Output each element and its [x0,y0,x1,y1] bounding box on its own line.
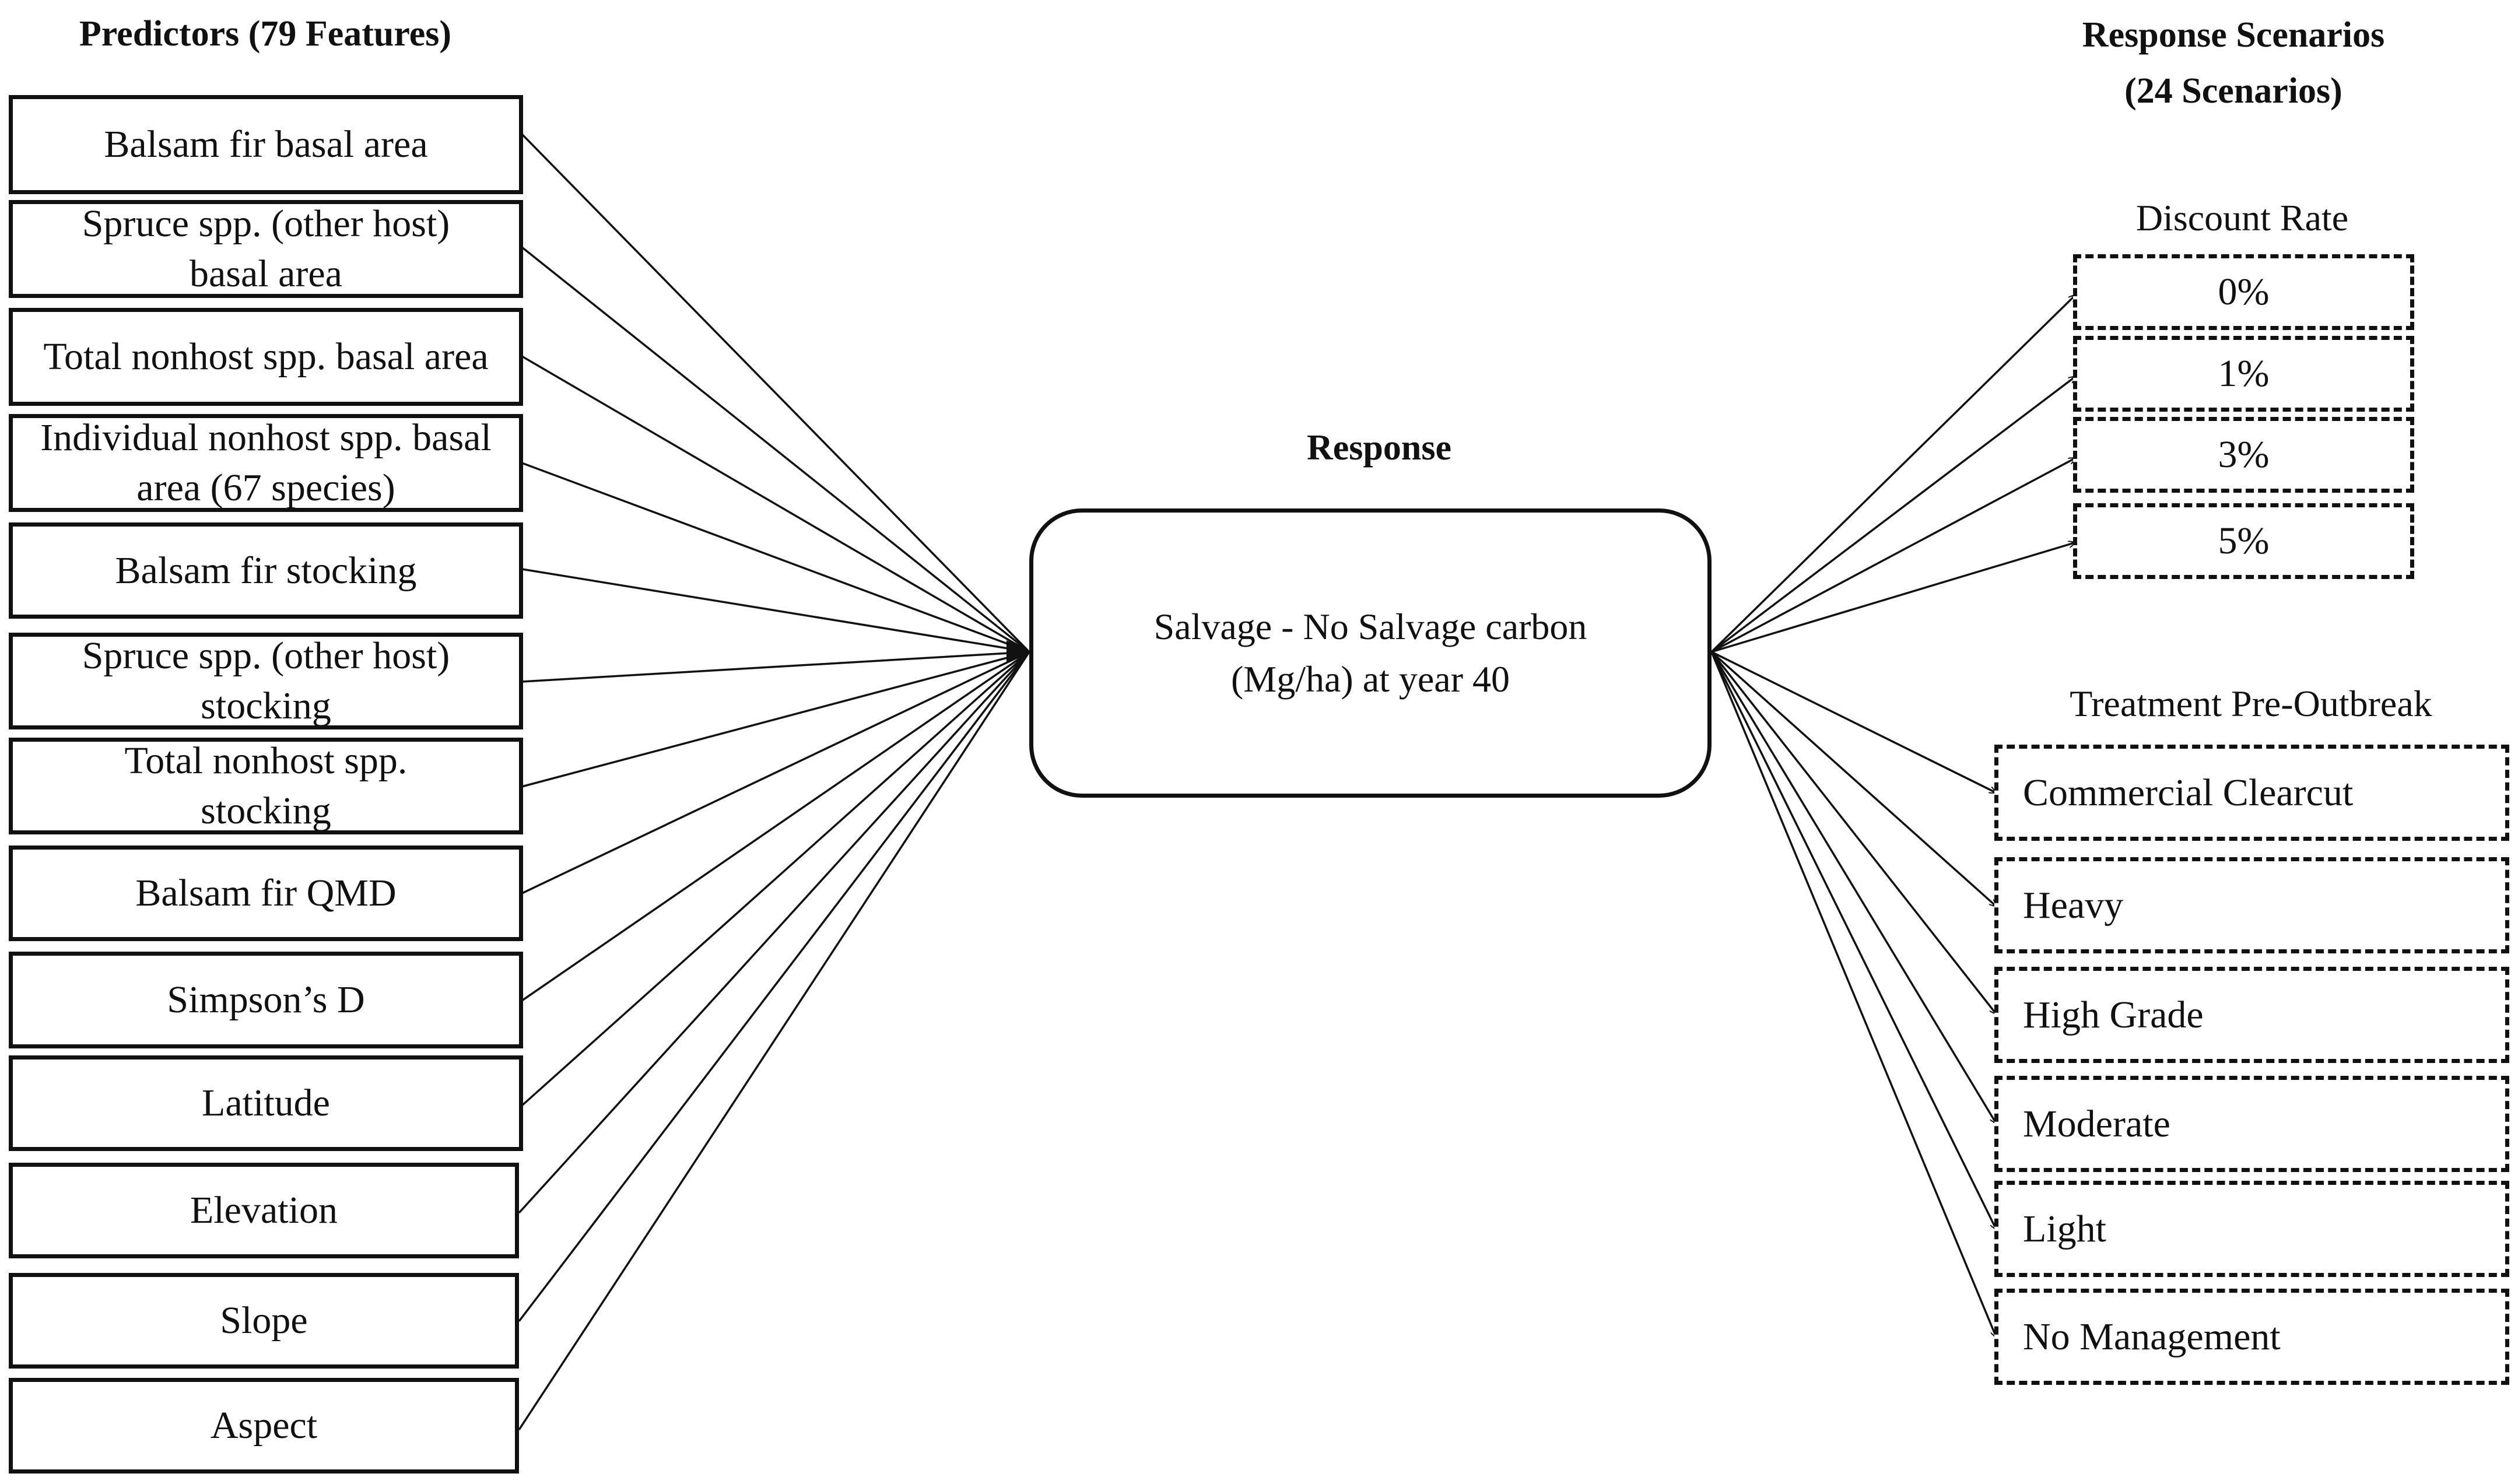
response-line-1: Salvage - No Salvage carbon [1153,606,1587,648]
connector-moderate [1710,651,1998,1124]
connector-total-nonhost-stocking [521,651,1030,788]
predictor-box-elevation: Elevation [9,1163,519,1258]
discount-rate-box-1: 1% [2073,336,2414,412]
connector-total-nonhost-basal-area [521,355,1030,653]
predictor-label: Balsam fir stocking [115,549,417,592]
connector-slope [518,651,1030,1322]
connector-balsam-fir-basal-area [521,133,1030,653]
response-title: Response [1306,428,1452,468]
treatment-title: Treatment Pre-Outbreak [2070,683,2432,724]
treatment-box-moderate: Moderate [1994,1076,2509,1172]
discount-rate-label: 1% [2218,352,2270,395]
connector-discount-1 [1710,376,2076,653]
treatment-connectors [1710,651,1998,1338]
predictor-label: Balsam fir QMD [135,872,397,915]
treatment-label: Commercial Clearcut [2023,771,2354,814]
discount-rate-title: Discount Rate [2135,197,2349,238]
treatment-box-high-grade: High Grade [1994,967,2509,1063]
predictor-box-balsam-fir-stocking: Balsam fir stocking [9,522,523,619]
predictor-label: Balsam fir basal area [104,123,428,166]
connector-heavy [1710,651,1997,907]
connector-spruce-stocking [521,651,1030,683]
scenarios-title-line-2: (24 Scenarios) [2124,71,2342,111]
discount-rate-label: 3% [2218,433,2270,476]
predictor-label: Slope [220,1299,308,1342]
connector-discount-3 [1711,457,2076,653]
response-box: Salvage - No Salvage carbon (Mg/ha) at y… [1029,508,1712,798]
convergence-arrowhead [1007,640,1032,664]
predictor-box-total-nonhost-stocking: Total nonhost spp. stocking [9,738,523,834]
connector-commercial-clearcut [1711,651,1997,794]
connector-latitude [521,651,1030,1107]
predictor-label: Total nonhost spp. stocking [124,739,408,832]
predictors-title: Predictors (79 Features) [79,14,452,54]
predictor-box-latitude: Latitude [9,1055,523,1151]
connector-no-management [1710,651,1998,1338]
discount-rate-box-3: 3% [2073,417,2414,493]
discount-rate-box-0: 0% [2073,254,2414,330]
predictor-box-slope: Slope [9,1273,519,1369]
discount-rate-label: 5% [2218,520,2270,563]
predictor-label: Spruce spp. (other host) basal area [82,202,450,295]
connector-simpsons-d [521,651,1030,1002]
treatment-box-no-management: No Management [1994,1289,2509,1385]
connector-individual-nonhost-basal-area [521,462,1030,653]
treatment-label: Light [2023,1207,2106,1250]
predictor-label: Latitude [202,1082,330,1125]
treatment-box-light: Light [1994,1181,2509,1277]
connector-high-grade [1710,651,1997,1015]
treatment-box-heavy: Heavy [1994,857,2509,953]
predictor-box-balsam-fir-basal-area: Balsam fir basal area [9,95,523,194]
connector-elevation [518,651,1030,1214]
discount-rate-box-5: 5% [2073,503,2414,579]
treatment-label: Heavy [2023,883,2124,927]
connector-light [1710,651,1998,1230]
predictor-box-balsam-fir-qmd: Balsam fir QMD [9,846,523,941]
discount-rate-label: 0% [2218,271,2270,314]
predictor-label: Aspect [210,1404,318,1447]
connector-spruce-basal-area [521,246,1030,653]
treatment-label: High Grade [2023,993,2204,1036]
predictor-box-total-nonhost-basal-area: Total nonhost spp. basal area [9,308,523,406]
predictor-box-aspect: Aspect [9,1378,519,1474]
predictor-box-individual-nonhost-basal-area: Individual nonhost spp. basal area (67 s… [9,414,523,512]
predictor-box-spruce-basal-area: Spruce spp. (other host) basal area [9,200,523,298]
predictor-label: Spruce spp. (other host) stocking [82,634,450,727]
treatment-label: No Management [2023,1315,2281,1358]
predictor-box-simpsons-d: Simpson’s D [9,952,523,1048]
connector-aspect [518,651,1030,1430]
connector-balsam-fir-stocking [521,568,1030,653]
connector-discount-0 [1710,294,2076,653]
connector-balsam-fir-qmd [521,651,1030,894]
predictor-label: Elevation [190,1189,338,1232]
predictor-box-spruce-stocking: Spruce spp. (other host) stocking [9,633,523,729]
predictor-label: Simpson’s D [167,978,365,1022]
connector-discount-5 [1711,542,2076,653]
predictor-label: Total nonhost spp. basal area [43,335,489,378]
predictor-connectors [518,133,1030,1430]
scenarios-title: Response Scenarios (24 Scenarios) [2023,7,2443,119]
response-text: Salvage - No Salvage carbon (Mg/ha) at y… [1154,601,1587,705]
treatment-label: Moderate [2023,1102,2170,1145]
scenarios-title-line-1: Response Scenarios [2082,15,2385,55]
treatment-box-commercial-clearcut: Commercial Clearcut [1994,745,2509,841]
response-line-2: (Mg/ha) at year 40 [1230,658,1510,700]
discount-connectors [1710,294,2076,653]
predictor-label: Individual nonhost spp. basal area (67 s… [40,416,492,509]
